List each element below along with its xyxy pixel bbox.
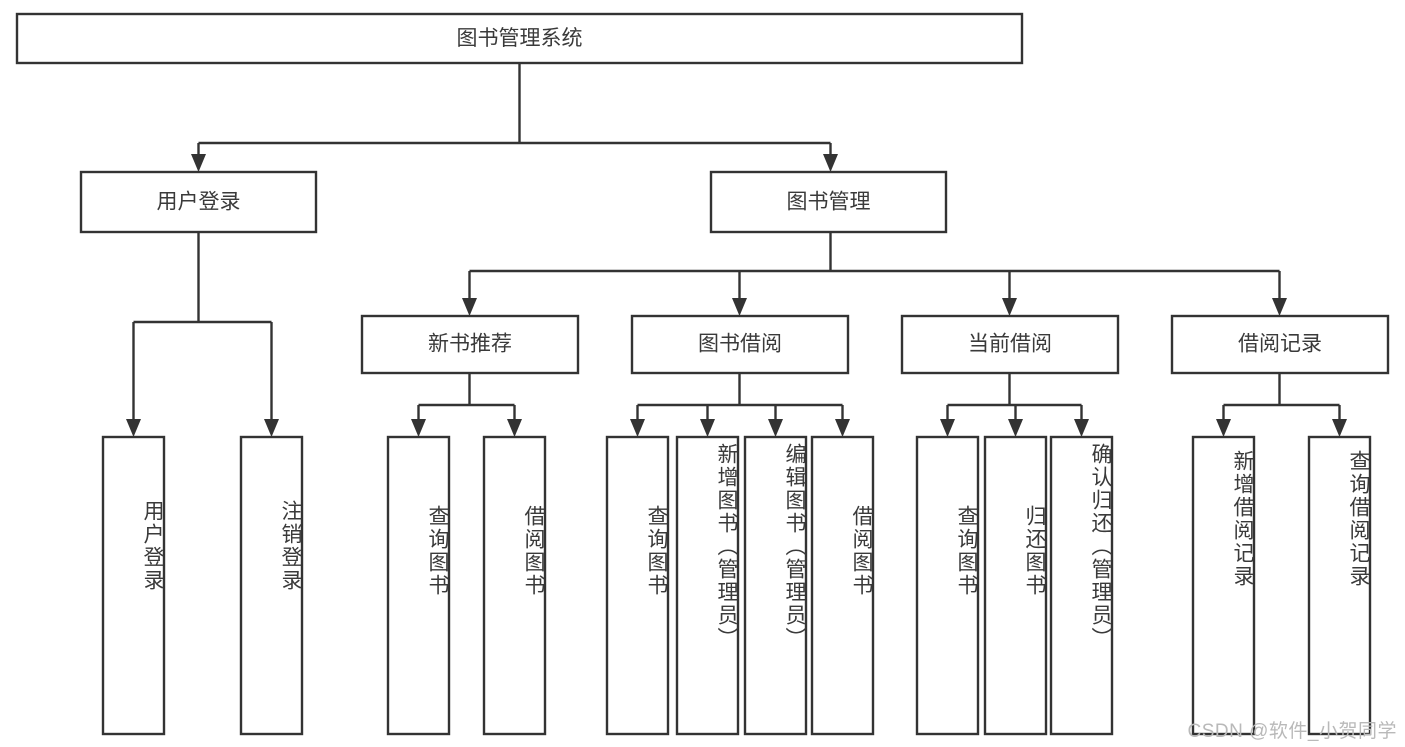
connector-group-user-login xyxy=(126,232,279,437)
leaf-box-borrow-book-bb[interactable] xyxy=(810,435,875,736)
node-root-box[interactable] xyxy=(15,12,1024,65)
node-book-management-box[interactable] xyxy=(709,170,948,234)
node-user-login-label: 用户登录 xyxy=(157,191,241,214)
leaf-box-user-login[interactable] xyxy=(101,435,166,736)
arrowhead-bb-leaf-2 xyxy=(700,419,715,437)
node-book-management-label: 图书管理 xyxy=(787,191,871,214)
leaf-box-return-book[interactable] xyxy=(983,435,1048,736)
leaf-box-confirm-return-admin[interactable] xyxy=(1049,435,1114,736)
node-book-borrow[interactable]: 图书借阅 xyxy=(630,314,850,375)
leaf-box-borrow-book-nbr[interactable] xyxy=(482,435,547,736)
arrowhead-book-mgmt xyxy=(823,154,838,172)
node-user-login-box[interactable] xyxy=(79,170,318,234)
arrowhead-leaf-logout xyxy=(264,419,279,437)
leaf-box-edit-book-admin[interactable] xyxy=(743,435,808,736)
node-root-label: 图书管理系统 xyxy=(457,27,583,50)
leaf-box-logout[interactable] xyxy=(239,435,304,736)
node-new-book-recommend-box[interactable] xyxy=(360,314,580,375)
arrowhead-current-borrow xyxy=(1002,298,1017,316)
node-borrow-record-box[interactable] xyxy=(1170,314,1390,375)
arrowhead-bb-leaf-3 xyxy=(768,419,783,437)
arrowhead-new-book-rec xyxy=(462,298,477,316)
leaf-box-query-book-cb[interactable] xyxy=(915,435,980,736)
arrowhead-book-borrow xyxy=(732,298,747,316)
arrowhead-cb-leaf-2 xyxy=(1008,419,1023,437)
arrowhead-br-leaf-1 xyxy=(1216,419,1231,437)
arrowhead-bb-leaf-1 xyxy=(630,419,645,437)
node-borrow-record[interactable]: 借阅记录 xyxy=(1170,314,1390,375)
leaf-box-add-borrow-record[interactable] xyxy=(1191,435,1256,736)
node-user-login[interactable]: 用户登录 xyxy=(79,170,318,234)
node-current-borrow-box[interactable] xyxy=(900,314,1120,375)
leaf-box-add-book-admin[interactable] xyxy=(675,435,740,736)
node-new-book-recommend-label: 新书推荐 xyxy=(428,333,512,356)
arrowhead-borrow-record xyxy=(1272,298,1287,316)
arrowhead-br-leaf-2 xyxy=(1332,419,1347,437)
csdn-watermark: CSDN @软件_小贺同学 xyxy=(1187,721,1397,742)
node-book-management[interactable]: 图书管理 xyxy=(709,170,948,234)
node-borrow-record-label: 借阅记录 xyxy=(1238,333,1322,356)
leaf-box-query-book-nbr[interactable] xyxy=(386,435,451,736)
arrowhead-nbr-leaf-2 xyxy=(507,419,522,437)
connector-group-root xyxy=(191,63,838,172)
node-book-borrow-box[interactable] xyxy=(630,314,850,375)
arrowhead-bb-leaf-4 xyxy=(835,419,850,437)
connector-group-new-book-rec xyxy=(411,373,522,437)
arrowhead-leaf-user-login xyxy=(126,419,141,437)
node-root[interactable]: 图书管理系统 xyxy=(15,12,1024,65)
leaf-box-query-book-bb[interactable] xyxy=(605,435,670,736)
leaf-box-query-borrow-record[interactable] xyxy=(1307,435,1372,736)
node-current-borrow-label: 当前借阅 xyxy=(968,333,1052,356)
arrowhead-nbr-leaf-1 xyxy=(411,419,426,437)
arrowhead-cb-leaf-3 xyxy=(1074,419,1089,437)
connector-group-book-mgmt xyxy=(462,232,1287,316)
arrowhead-cb-leaf-1 xyxy=(940,419,955,437)
connector-group-book-borrow xyxy=(630,373,850,437)
leaf-box-group xyxy=(101,435,1372,736)
connector-group-borrow-record xyxy=(1216,373,1347,437)
arrowhead-user-login xyxy=(191,154,206,172)
node-book-borrow-label: 图书借阅 xyxy=(698,333,782,356)
connector-group-current-borrow xyxy=(940,373,1089,437)
node-current-borrow[interactable]: 当前借阅 xyxy=(900,314,1120,375)
node-new-book-recommend[interactable]: 新书推荐 xyxy=(360,314,580,375)
